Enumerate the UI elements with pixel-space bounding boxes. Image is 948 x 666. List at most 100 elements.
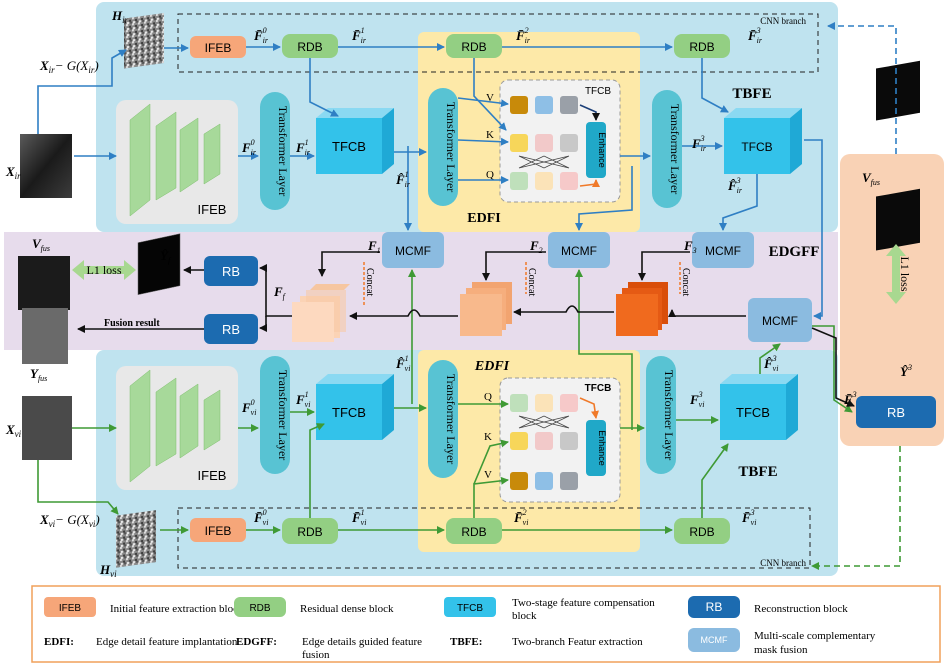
svg-text:Transformer Layer: Transformer Layer xyxy=(444,374,458,465)
mcmf-box-2 xyxy=(548,232,610,268)
ifeb-3d-blocks-ir xyxy=(129,103,221,217)
rdb-box-ir-3 xyxy=(674,34,730,58)
legend-rb-desc: Reconstruction block xyxy=(754,603,848,615)
legend-ifeb-desc: Initial feature extraction block xyxy=(110,603,244,615)
ifeb-box-ir xyxy=(190,36,246,58)
rb-box-right xyxy=(856,396,936,428)
legend-tfcb-tag: TFCB xyxy=(457,603,483,614)
cnn-branch-box-vi xyxy=(177,507,811,569)
svg-text:TFCB: TFCB xyxy=(332,139,366,154)
transformer-layer-ir-1: Transformer Layer xyxy=(260,92,290,210)
label-q-vi: Q xyxy=(484,391,492,403)
transformer-layer-vi-1: Transformer Layer xyxy=(260,356,290,474)
rdb-box-ir-1-label: RDB xyxy=(297,40,322,54)
fusion-result-label: Fusion result xyxy=(104,318,160,329)
label-y3-hat: Ŷ3 xyxy=(900,363,912,379)
green-arrows xyxy=(37,269,901,570)
label-h-ir: Hir xyxy=(111,8,129,25)
label-q-ir: Q xyxy=(486,169,494,181)
tfcb-vi-cross-lines xyxy=(518,415,570,429)
svg-text:TFCB: TFCB xyxy=(741,140,772,154)
rb-box-1 xyxy=(204,256,258,286)
legend-rdb-tag: RDB xyxy=(249,603,270,614)
feature-stack-f xyxy=(292,284,350,342)
rdb-box-ir-1 xyxy=(282,34,338,58)
edfi-title-vi: EDFI xyxy=(474,359,510,374)
image-h-vi xyxy=(116,510,156,568)
cnn-branch-label-vi: CNN branch xyxy=(760,558,806,568)
svg-text:L1 loss: L1 loss xyxy=(898,256,912,291)
concat-label-1: Concat xyxy=(364,268,375,297)
tfcb-vi-v-cell-3 xyxy=(560,472,578,490)
legend-edfi-desc: Edge detail feature implantation xyxy=(96,636,238,648)
tfcb-ir-k-cell-1 xyxy=(510,134,528,152)
svg-text:Transformer Layer: Transformer Layer xyxy=(276,370,290,461)
tfcb-vi-v-cell-2 xyxy=(535,472,553,490)
rdb-box-ir-2 xyxy=(446,34,502,58)
rdb-box-vi-2 xyxy=(446,518,502,544)
ifeb-box-vi xyxy=(190,518,246,542)
transformer-layer-ir-3: Transformer Layer xyxy=(652,90,682,208)
label-ff: Ff xyxy=(273,284,287,301)
tfcb-inner-ir-label: TFCB xyxy=(585,86,611,97)
legend-edgff-tag: EDGFF: xyxy=(236,636,277,648)
rb-box-1-label: RB xyxy=(222,264,240,279)
mcmf-box-3-label: MCMF xyxy=(705,244,741,258)
rdb-box-vi-3-label: RDB xyxy=(689,525,714,539)
label-k-ir: K xyxy=(486,129,494,141)
feature-stack-2 xyxy=(460,282,512,336)
tfcb-vi-k-cell-1 xyxy=(510,432,528,450)
legend-rb-swatch xyxy=(688,596,740,618)
concat-label-2: Concat xyxy=(526,268,537,297)
mcmf-box-4-label: MCMF xyxy=(762,314,798,328)
legend-ifeb-swatch xyxy=(44,597,96,617)
tfcb-vi-q-cell-3 xyxy=(560,394,578,412)
legend-rb-tag: RB xyxy=(706,600,723,614)
rdb-box-ir-2-label: RDB xyxy=(461,40,486,54)
label-x-ir-minus: Xir− G(Xir) xyxy=(39,58,99,75)
image-h-ir xyxy=(124,12,164,69)
legend-tfcb-desc-2: block xyxy=(512,610,537,622)
image-v-fus-right xyxy=(876,60,920,121)
blue-arrows xyxy=(37,22,897,320)
image-y-fus xyxy=(22,308,68,364)
concat-label-3: Concat xyxy=(680,268,691,297)
mcmf-box-1-label: MCMF xyxy=(395,244,431,258)
legend-tbfe-desc: Two-branch Featur extraction xyxy=(512,636,643,648)
mcmf-box-2-label: MCMF xyxy=(561,244,597,258)
legend-tbfe-tag: TBFE: xyxy=(450,636,482,648)
ifeb-box-ir-label: IFEB xyxy=(205,41,232,55)
ifeb-3d-label-vi: IFEB xyxy=(198,468,227,483)
label-x-vi: Xvi xyxy=(5,422,22,439)
tfcb-ir-v-cell-3 xyxy=(560,96,578,114)
cnn-branch-label-ir: CNN branch xyxy=(760,16,806,26)
enhance-label-ir: Enhance xyxy=(597,132,607,168)
tfcb-ir-k-cell-2 xyxy=(535,134,553,152)
image-y-f-hat xyxy=(137,233,181,295)
transformer-layer-vi-3: Transformer Layer xyxy=(646,356,676,474)
feature-stack-3 xyxy=(616,282,668,336)
ifeb-3d-blocks-vi xyxy=(129,369,221,483)
svg-text:Transformer Layer: Transformer Layer xyxy=(668,104,682,195)
label-v-vi: V xyxy=(484,469,492,481)
rdb-box-vi-2-label: RDB xyxy=(461,525,486,539)
tfcb-ir-k-cell-3 xyxy=(560,134,578,152)
tfcb-vi-k-cell-2 xyxy=(535,432,553,450)
label-k-vi: K xyxy=(484,431,492,443)
legend-mcmf-desc-2: mask fusion xyxy=(754,644,808,656)
image-v-fus xyxy=(18,256,70,310)
legend-tfcb-desc-1: Two-stage feature compensation xyxy=(512,597,655,609)
rb-box-2 xyxy=(204,314,258,344)
rb-box-2-label: RB xyxy=(222,322,240,337)
image-x-ir xyxy=(20,134,72,198)
image-y3-hat xyxy=(876,188,920,251)
